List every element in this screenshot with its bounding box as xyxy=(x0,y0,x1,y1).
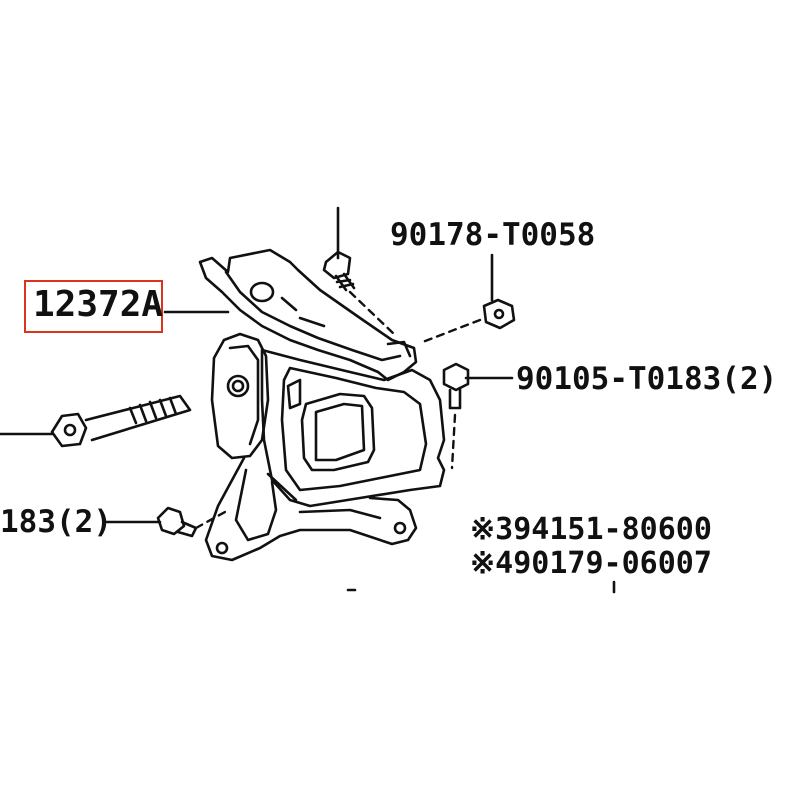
dash-nut xyxy=(418,318,482,345)
highlight-box xyxy=(24,280,163,333)
dash-left-bolt xyxy=(194,510,227,530)
callout-bolt-right[interactable]: 90105-T0183(2) xyxy=(516,361,778,397)
callout-ref-2[interactable]: ※490179-06007 xyxy=(470,546,712,581)
top-bolt-icon xyxy=(322,250,356,292)
callout-nut-top[interactable]: 90178-T0058 xyxy=(390,217,596,253)
dash-top-bolt xyxy=(348,290,397,337)
long-bolt-icon xyxy=(50,394,192,448)
callout-12372a[interactable]: 12372A xyxy=(33,284,164,325)
callout-ref-1[interactable]: ※394151-80600 xyxy=(470,512,712,547)
dash-bolt-right xyxy=(450,413,457,470)
engine-mount-bracket-icon xyxy=(198,248,446,562)
nut-icon xyxy=(482,298,516,330)
bottom-left-bolt-icon xyxy=(156,506,198,538)
right-bolt-icon xyxy=(442,362,470,410)
callout-bolt-left[interactable]: 183(2) xyxy=(0,504,112,540)
